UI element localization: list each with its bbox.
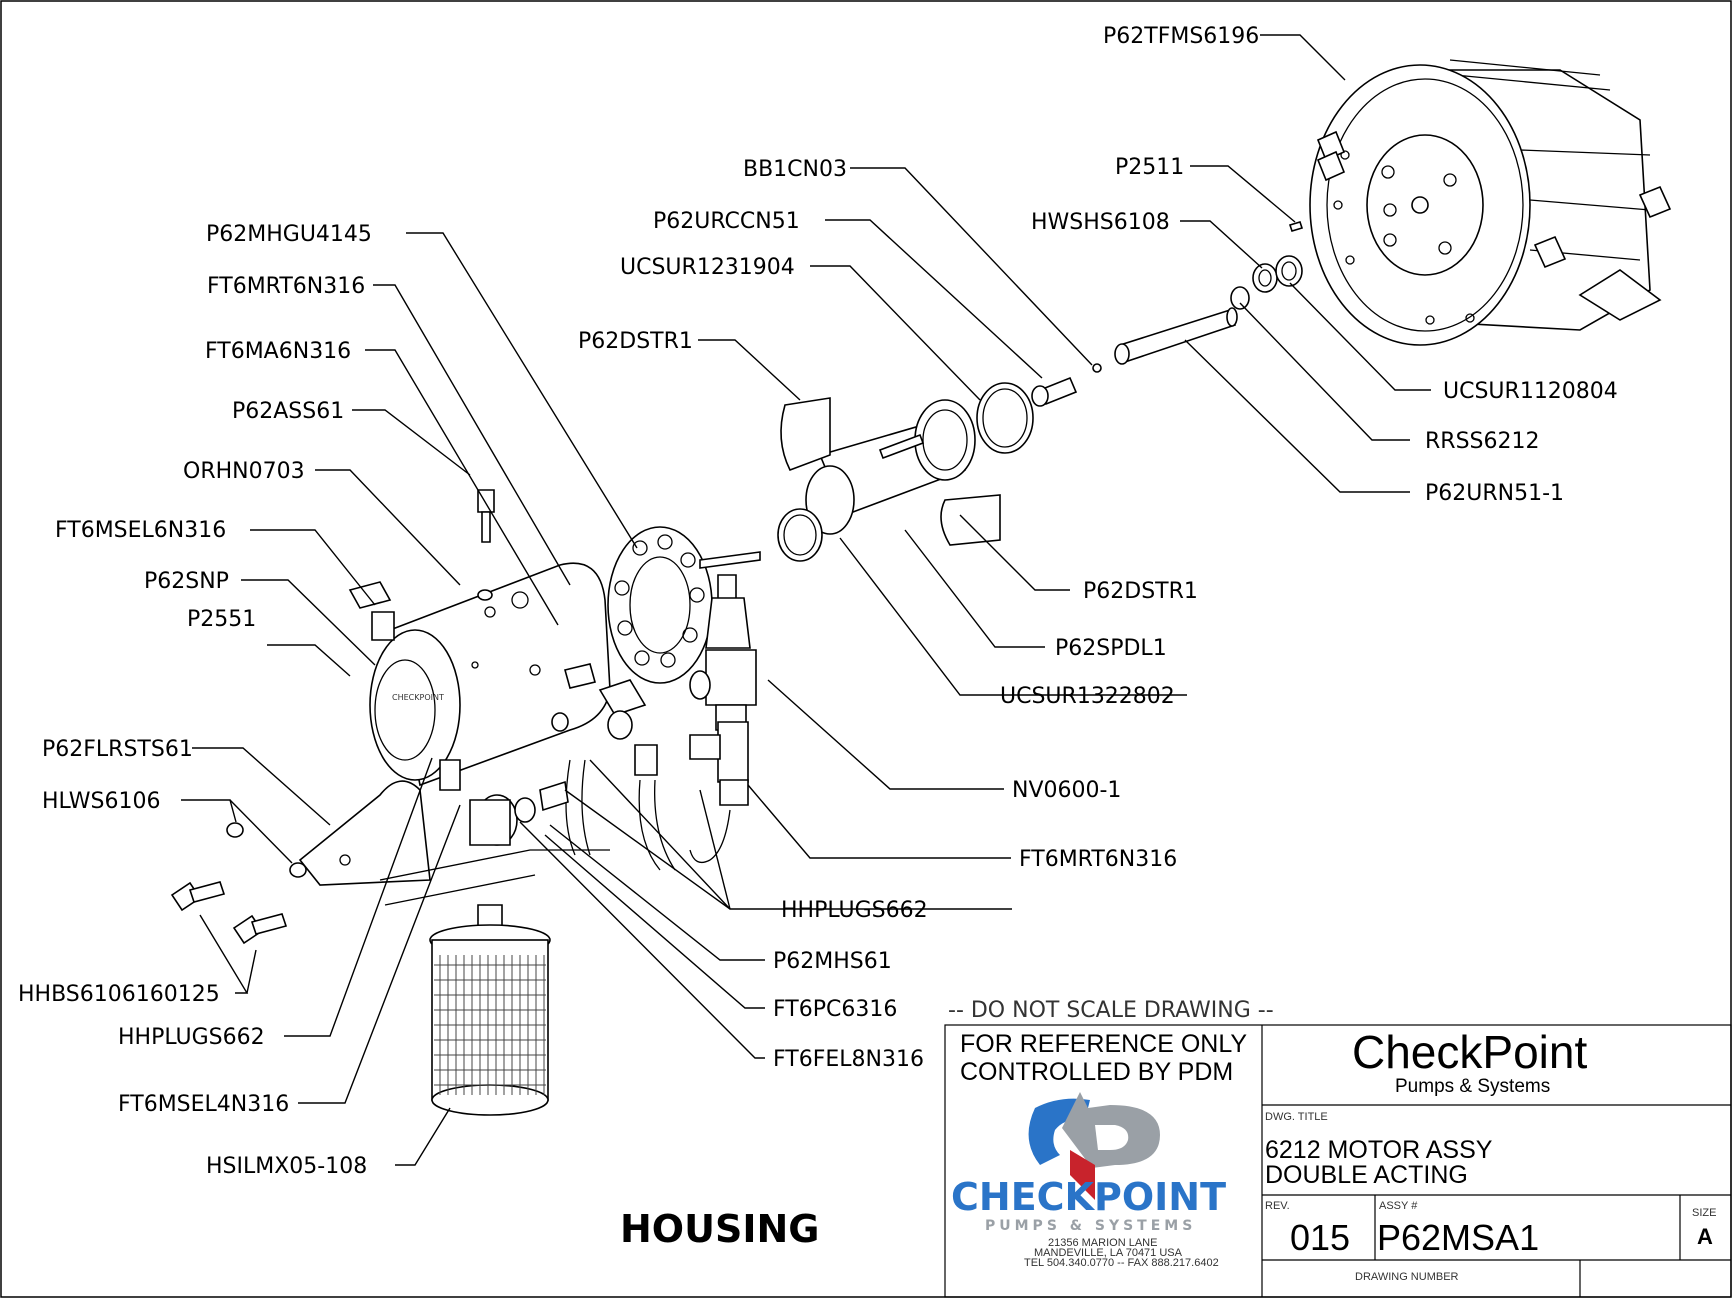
svg-text:CHECKPOINT: CHECKPOINT xyxy=(392,693,444,702)
label-ft6ma6n316: FT6MA6N316 xyxy=(205,339,351,364)
label-p62ass61: P62ASS61 xyxy=(232,399,344,424)
logo-subtext: PUMPS & SYSTEMS xyxy=(985,1218,1196,1234)
motor-end-cap xyxy=(1309,59,1672,346)
spindle-parts xyxy=(976,221,1304,454)
leader-lines xyxy=(181,34,1431,1166)
rev-value: 015 xyxy=(1290,1217,1350,1258)
assy-label: ASSY # xyxy=(1379,1200,1418,1212)
section-title: HOUSING xyxy=(620,1207,819,1251)
callout-labels: P62TFMS6196 P2511 BB1CN03 P62URCCN51 HWS… xyxy=(18,24,1618,1179)
label-p62urn51-1: P62URN51-1 xyxy=(1425,481,1564,506)
label-ft6pc6316: FT6PC6316 xyxy=(773,997,897,1022)
label-hhplugs662-right: HHPLUGS662 xyxy=(781,898,928,923)
label-p62mhs61: P62MHS61 xyxy=(773,949,892,974)
label-rrss6212: RRSS6212 xyxy=(1425,429,1540,454)
address-line1: 21356 MARION LANE xyxy=(1048,1237,1157,1249)
dwg-title-line1: 6212 MOTOR ASSY xyxy=(1265,1136,1493,1164)
title-block: FOR REFERENCE ONLY CONTROLLED BY PDM CHE… xyxy=(944,1024,1732,1298)
reference-line2: CONTROLLED BY PDM xyxy=(960,1058,1233,1086)
label-hlws6106: HLWS6106 xyxy=(42,789,161,814)
label-p62dstr1-top: P62DSTR1 xyxy=(578,329,693,354)
needle-valve xyxy=(689,551,761,731)
drawing-number-label: DRAWING NUMBER xyxy=(1355,1271,1459,1283)
label-p62mhgu4145: P62MHGU4145 xyxy=(206,222,372,247)
company-name: CheckPoint xyxy=(1352,1026,1587,1078)
label-ft6msel6n316: FT6MSEL6N316 xyxy=(55,518,226,543)
address-line2: MANDEVILLE, LA 70471 USA xyxy=(1034,1247,1183,1259)
size-value: A xyxy=(1697,1224,1713,1249)
label-ft6msel4n316: FT6MSEL4N316 xyxy=(118,1092,289,1117)
label-p2551: P2551 xyxy=(187,607,256,632)
label-hhplugs662-left: HHPLUGS662 xyxy=(118,1025,265,1050)
dwg-title-label: DWG. TITLE xyxy=(1265,1111,1328,1123)
mounting-bracket xyxy=(298,759,610,906)
filter-element xyxy=(429,904,551,1116)
label-nv0600-1: NV0600-1 xyxy=(1012,778,1121,803)
size-label: SIZE xyxy=(1692,1207,1716,1219)
label-p62dstr1-right: P62DSTR1 xyxy=(1083,579,1198,604)
label-ft6mrt6n316-bottom: FT6MRT6N316 xyxy=(1019,847,1177,872)
logo-text: CHECKPOINT xyxy=(951,1175,1226,1219)
label-hwshs6108: HWSHS6108 xyxy=(1031,210,1170,235)
checkpoint-logo: CHECKPOINT PUMPS & SYSTEMS xyxy=(951,1092,1226,1234)
label-ucsur1120804: UCSUR1120804 xyxy=(1443,379,1618,404)
rev-label: REV. xyxy=(1265,1200,1290,1212)
run-tee-fitting xyxy=(689,721,749,864)
label-p2511: P2511 xyxy=(1115,155,1184,180)
label-orhn0703: ORHN0703 xyxy=(183,459,305,484)
reference-line1: FOR REFERENCE ONLY xyxy=(960,1030,1247,1058)
spool-and-strainers xyxy=(777,397,1001,562)
flange-gasket xyxy=(607,526,713,684)
company-subtitle: Pumps & Systems xyxy=(1395,1076,1550,1097)
fasteners xyxy=(170,822,307,945)
label-p62spdl1: P62SPDL1 xyxy=(1055,636,1167,661)
label-ucsur1231904: UCSUR1231904 xyxy=(620,255,795,280)
label-hsilmx05-108: HSILMX05-108 xyxy=(206,1154,367,1179)
address-line3: TEL 504.340.0770 -- FAX 888.217.6402 xyxy=(1024,1257,1219,1269)
scale-note: -- DO NOT SCALE DRAWING -- xyxy=(948,998,1274,1023)
label-hhbs6106160125: HHBS6106160125 xyxy=(18,982,220,1007)
label-p62urccn51: P62URCCN51 xyxy=(653,209,800,234)
label-ucsur1322802: UCSUR1322802 xyxy=(1000,684,1175,709)
label-bb1cn03: BB1CN03 xyxy=(743,157,847,182)
label-p62tfms6196: P62TFMS6196 xyxy=(1103,24,1259,49)
assy-value: P62MSA1 xyxy=(1377,1217,1539,1258)
label-p62snp: P62SNP xyxy=(144,569,229,594)
label-p62flrsts61: P62FLRSTS61 xyxy=(42,737,193,762)
label-ft6fel8n316: FT6FEL8N316 xyxy=(773,1047,924,1072)
dwg-title-line2: DOUBLE ACTING xyxy=(1265,1161,1468,1189)
label-ft6mrt6n316-top: FT6MRT6N316 xyxy=(207,274,365,299)
